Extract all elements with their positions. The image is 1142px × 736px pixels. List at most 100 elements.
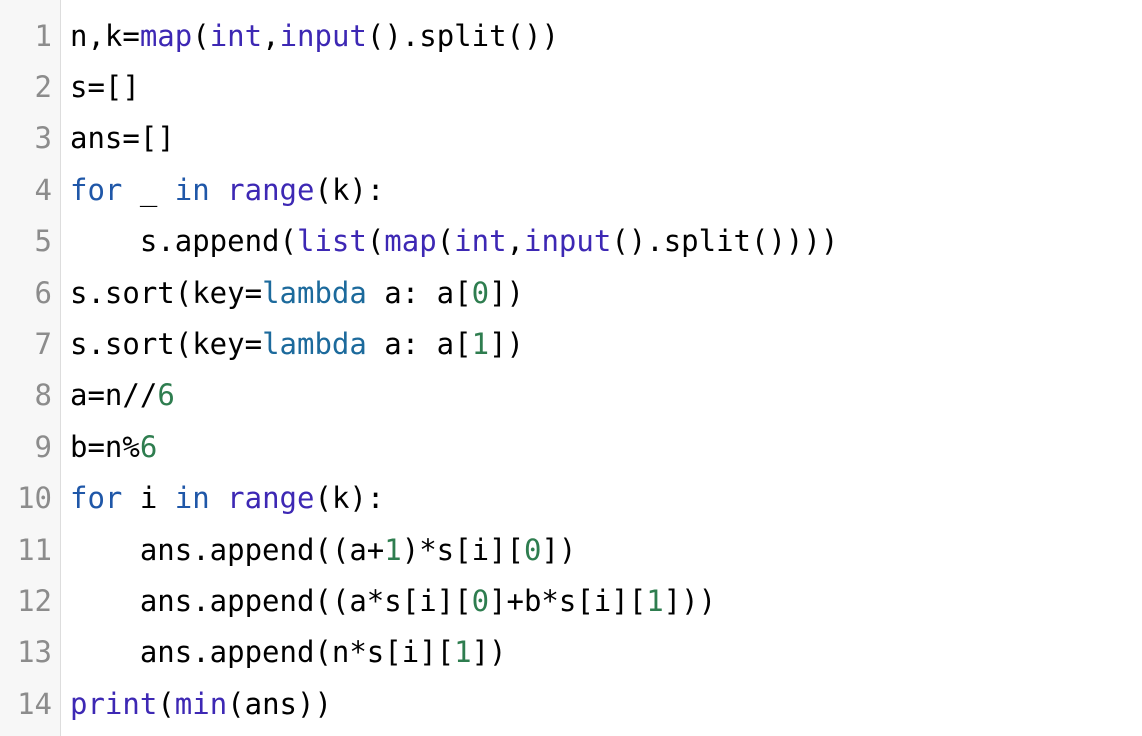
code-token bbox=[210, 173, 227, 207]
code-token: 1 bbox=[646, 583, 664, 618]
code-token: ans.append(n*s[i][ bbox=[70, 635, 455, 670]
code-line[interactable]: 7 s.sort(key=lambda a: a[1]) bbox=[0, 318, 1142, 369]
code-token: s.append( bbox=[70, 224, 297, 259]
code-token: )*s[i][ bbox=[401, 532, 524, 567]
code-token: ]) bbox=[489, 327, 524, 362]
code-token: input bbox=[279, 18, 367, 53]
code-token: lambda bbox=[262, 275, 367, 310]
code-token: 0 bbox=[471, 583, 490, 618]
line-code[interactable]: s.sort(key=lambda a: a[0]) bbox=[61, 276, 524, 310]
code-token: ().split()))) bbox=[611, 224, 839, 259]
code-line[interactable]: 14 print(min(ans)) bbox=[0, 678, 1142, 729]
code-token: i bbox=[122, 481, 175, 516]
line-code[interactable]: a=n//6 bbox=[61, 378, 175, 412]
code-token bbox=[210, 481, 227, 515]
code-line[interactable]: 8 a=n//6 bbox=[0, 370, 1142, 421]
code-token: , bbox=[262, 18, 280, 53]
code-line[interactable]: 3 ans=[] bbox=[0, 113, 1142, 164]
code-token: 1 bbox=[384, 532, 402, 567]
code-token: lambda bbox=[262, 327, 367, 362]
line-number: 13 bbox=[17, 635, 52, 670]
code-line[interactable]: 10 for i in range(k): bbox=[0, 473, 1142, 524]
code-token: min bbox=[174, 686, 228, 721]
code-token: ]+b*s[i][ bbox=[489, 583, 647, 618]
code-token: ]) bbox=[471, 635, 507, 670]
line-code[interactable]: n,k=map(int,input().split()) bbox=[61, 19, 559, 53]
code-line[interactable]: 1 n,k=map(int,input().split()) bbox=[0, 10, 1142, 61]
line-code[interactable]: ans.append((a*s[i][0]+b*s[i][1])) bbox=[61, 584, 716, 618]
code-token: n,k= bbox=[70, 18, 140, 53]
code-token: in bbox=[174, 172, 210, 207]
line-number: 1 bbox=[34, 18, 52, 53]
line-number: 2 bbox=[34, 70, 52, 105]
code-token: map bbox=[139, 18, 193, 53]
code-token: for bbox=[70, 481, 123, 516]
code-line[interactable]: 2 s=[] bbox=[0, 61, 1142, 112]
code-token: b=n% bbox=[70, 429, 140, 464]
code-line[interactable]: 4 for _ in range(k): bbox=[0, 164, 1142, 215]
line-code[interactable]: ans.append((a+1)*s[i][0]) bbox=[61, 532, 577, 567]
code-token: int bbox=[209, 18, 263, 53]
code-token: ans.append((a+ bbox=[70, 532, 385, 567]
code-token: map bbox=[384, 224, 437, 259]
line-code[interactable]: for _ in range(k): bbox=[61, 173, 384, 207]
code-token: ])) bbox=[663, 583, 717, 618]
line-number: 10 bbox=[17, 481, 52, 516]
code-token: print bbox=[70, 686, 158, 721]
line-number: 8 bbox=[34, 378, 52, 413]
code-line[interactable]: 11 ans.append((a+1)*s[i][0]) bbox=[0, 524, 1142, 575]
line-number: 6 bbox=[34, 275, 52, 310]
line-code[interactable]: s=[] bbox=[61, 70, 140, 104]
code-token: , bbox=[506, 224, 525, 259]
code-token: _ bbox=[122, 172, 175, 207]
code-token: list bbox=[296, 224, 367, 259]
code-token: ( bbox=[366, 224, 385, 259]
code-token: ( bbox=[157, 686, 175, 721]
line-number: 3 bbox=[34, 121, 52, 156]
line-code[interactable]: s.append(list(map(int,input().split()))) bbox=[61, 224, 838, 258]
code-token: 1 bbox=[454, 635, 472, 670]
code-line[interactable]: 5 s.append(list(map(int,input().split())… bbox=[0, 216, 1142, 267]
code-token: 6 bbox=[139, 429, 158, 464]
code-token: range bbox=[227, 172, 315, 207]
code-token: a: a[ bbox=[366, 275, 472, 310]
code-token: ]) bbox=[489, 275, 524, 310]
line-number: 7 bbox=[34, 327, 52, 362]
code-token: ( bbox=[436, 224, 455, 259]
code-token: range bbox=[227, 481, 315, 516]
line-code[interactable]: print(min(ans)) bbox=[61, 687, 332, 721]
code-line[interactable]: 12 ans.append((a*s[i][0]+b*s[i][1])) bbox=[0, 575, 1142, 626]
line-number-gutter bbox=[0, 0, 61, 736]
code-line[interactable]: 6 s.sort(key=lambda a: a[0]) bbox=[0, 267, 1142, 318]
code-line[interactable]: 13 ans.append(n*s[i][1]) bbox=[0, 627, 1142, 678]
code-token: ans=[] bbox=[70, 121, 175, 156]
line-code[interactable]: s.sort(key=lambda a: a[1]) bbox=[61, 327, 524, 361]
code-token: ().split()) bbox=[366, 18, 559, 53]
code-token: input bbox=[524, 224, 612, 259]
line-number: 5 bbox=[34, 224, 52, 259]
code-token: (ans)) bbox=[227, 686, 332, 721]
code-token: a: a[ bbox=[366, 327, 472, 362]
line-code[interactable]: ans=[] bbox=[61, 121, 175, 155]
code-token: ]) bbox=[541, 532, 577, 567]
line-code[interactable]: ans.append(n*s[i][1]) bbox=[61, 635, 507, 669]
line-code[interactable]: b=n%6 bbox=[61, 430, 157, 464]
line-number: 11 bbox=[17, 532, 52, 567]
line-number: 14 bbox=[17, 686, 52, 721]
code-token: (k): bbox=[314, 481, 385, 516]
code-token: in bbox=[174, 481, 210, 516]
line-code[interactable]: for i in range(k): bbox=[61, 481, 384, 515]
code-token: s.sort(key= bbox=[70, 275, 263, 310]
code-token: 1 bbox=[471, 327, 490, 362]
code-token: a=n// bbox=[70, 378, 158, 413]
line-number: 12 bbox=[17, 583, 52, 618]
code-token: ( bbox=[192, 18, 210, 53]
line-number: 4 bbox=[34, 172, 52, 207]
code-token: 0 bbox=[523, 532, 542, 567]
code-token: (k): bbox=[314, 172, 385, 207]
code-token: for bbox=[70, 172, 123, 207]
code-token: ans.append((a*s[i][ bbox=[70, 583, 472, 618]
